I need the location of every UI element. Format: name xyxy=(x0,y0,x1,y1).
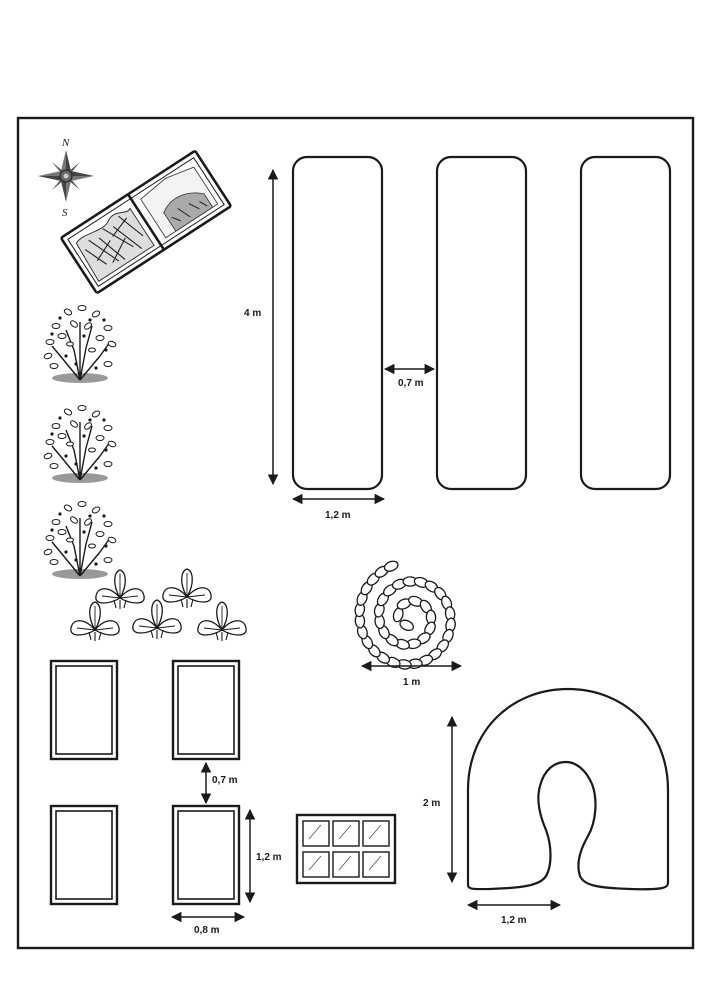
shrub-icon xyxy=(42,500,118,580)
planter-box xyxy=(171,804,241,906)
compass-rose-icon: N S xyxy=(38,137,94,219)
horseshoe-bed xyxy=(466,687,670,891)
box-height-label: 1,2 m xyxy=(256,852,282,863)
spiral-stone xyxy=(383,560,399,572)
shrub-icon xyxy=(42,404,118,484)
leafy-plant-icon xyxy=(132,599,182,640)
leafy-plant-icon xyxy=(197,601,247,642)
raised-bed xyxy=(435,155,528,491)
raised-bed xyxy=(291,155,384,491)
spiral-width-label: 1 m xyxy=(403,677,420,688)
plan-border xyxy=(16,116,695,950)
compass-south-label: S xyxy=(62,207,68,219)
compost-bin-icon xyxy=(60,150,232,294)
spiral-stone xyxy=(399,619,414,632)
planter-box xyxy=(49,804,119,906)
bed-width-label: 1,2 m xyxy=(325,510,351,521)
box-gap-label: 0,7 m xyxy=(212,775,238,786)
horseshoe-width-label: 1,2 m xyxy=(501,915,527,926)
leafy-plant-icon xyxy=(162,568,212,609)
raised-bed xyxy=(579,155,672,491)
leafy-plant-icon xyxy=(70,601,120,642)
shrub-icon xyxy=(42,304,118,384)
planter-box xyxy=(49,659,119,761)
box-width-label: 0,8 m xyxy=(194,925,220,936)
planter-box xyxy=(171,659,241,761)
herb-spiral-icon xyxy=(354,560,456,670)
compass-north-label: N xyxy=(61,137,70,149)
seed-tray-icon xyxy=(295,813,397,885)
horseshoe-height-label: 2 m xyxy=(423,798,440,809)
bed-length-label: 4 m xyxy=(244,308,261,319)
bed-gap-label: 0,7 m xyxy=(398,378,424,389)
